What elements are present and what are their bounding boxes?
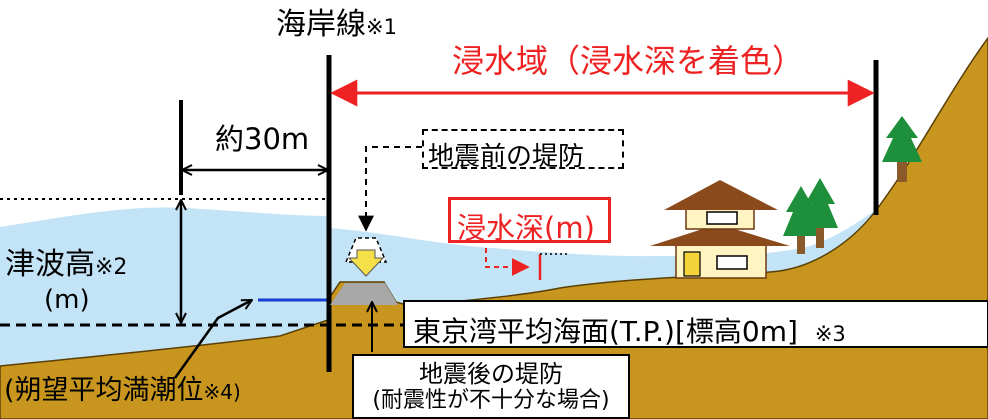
tide-label-text: (朔望平均満潮位 bbox=[4, 375, 204, 406]
down-arrow-icon bbox=[347, 249, 385, 277]
dike-after-label: 地震後の堤防 (耐震性が不十分な場合) bbox=[352, 354, 630, 419]
inundation-area-label: 浸水域（浸水深を着色） bbox=[452, 42, 805, 80]
coastline-label: 海岸線※1 bbox=[276, 10, 397, 40]
dike-after bbox=[330, 283, 398, 305]
tsunami-height-label-text: 津波高 bbox=[5, 247, 95, 282]
reference-level-note: ※3 bbox=[814, 322, 846, 346]
tide-label: (朔望平均満潮位※4) bbox=[4, 377, 241, 404]
inundation-depth-label: 浸水深(m) bbox=[448, 197, 611, 245]
tsunami-height-unit: (m) bbox=[44, 285, 90, 315]
coastline-label-text: 海岸線 bbox=[276, 7, 366, 42]
tsunami-height-label: 津波高※2 bbox=[5, 250, 127, 280]
tide-note: ※4) bbox=[203, 380, 241, 404]
coastline-note: ※1 bbox=[366, 15, 397, 39]
dike-before-leader bbox=[358, 146, 422, 232]
tsunami-height-note: ※2 bbox=[95, 255, 128, 280]
distance-label: 約30m bbox=[215, 122, 310, 156]
dike-before-label: 地震前の堤防 bbox=[422, 129, 624, 172]
reference-level-label-text: 東京湾平均海面(T.P.)[標高0m] bbox=[413, 315, 798, 348]
house-icon bbox=[650, 180, 790, 279]
reference-level-label: 東京湾平均海面(T.P.)[標高0m] ※3 bbox=[403, 300, 988, 348]
inundation-depth-leader bbox=[485, 248, 530, 276]
tree-icon bbox=[802, 178, 838, 248]
tide-leader bbox=[173, 298, 252, 379]
tree-icon bbox=[882, 116, 922, 182]
dike-after-label-line1: 地震後の堤防 bbox=[419, 360, 563, 388]
dike-after-label-line2: (耐震性が不十分な場合) bbox=[372, 388, 610, 413]
